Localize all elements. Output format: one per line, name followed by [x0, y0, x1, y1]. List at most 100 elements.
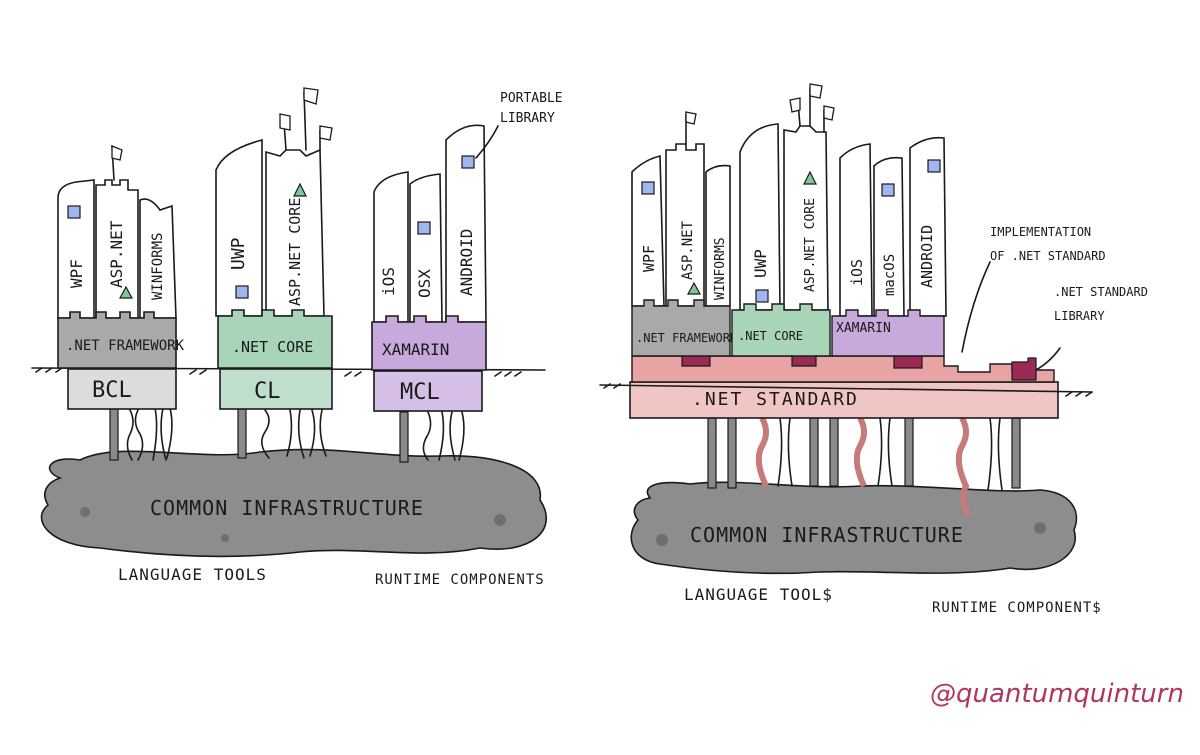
annotation-line: .NET STANDARD [1054, 285, 1148, 299]
tower-uwp [739, 123, 781, 311]
right-group-netcore: UWP ASP.NET CORE .NET CORE [731, 83, 835, 357]
right-group-xamarin: iOS macOS ANDROID XAMARIN [831, 136, 947, 357]
tower-osx [409, 173, 443, 323]
square-icon [881, 183, 895, 197]
tower-wpf [57, 179, 95, 319]
tower-label: WINFORMS [150, 233, 166, 300]
net-standard-label: .NET STANDARD [692, 389, 859, 410]
left-blob-dot [80, 507, 90, 517]
tower-aspnet [95, 179, 139, 319]
triangle-icon [803, 170, 817, 185]
tower-label: WPF [67, 259, 86, 288]
annotation-line: IMPLEMENTATION [990, 225, 1091, 239]
cl-block [219, 368, 333, 410]
portable-library-pointer [475, 125, 499, 159]
framework-label: XAMARIN [382, 340, 449, 359]
tower-winforms [705, 164, 731, 307]
portable-library-annotation: PORTABLE LIBRARY [500, 91, 570, 126]
tower-wpf [631, 154, 665, 307]
annotation-line: OF .NET STANDARD [990, 249, 1106, 263]
right-infrastructure-label: COMMON INFRASTRUCTURE [690, 523, 964, 547]
signature: @quantumquinturn [930, 679, 1184, 709]
tower-label: macOS [882, 254, 898, 296]
tower-android [445, 124, 487, 323]
triangle-icon [293, 182, 307, 197]
tower-aspnet [665, 143, 705, 307]
right-group-netframework: WPF ASP.NET WINFORMS .NET FRAMEWORK [631, 111, 738, 357]
right-language-tools-label: LANGUAGE TOOL$ [684, 585, 833, 604]
square-icon [67, 205, 81, 219]
triangle-icon [118, 285, 134, 299]
tower-label: UWP [751, 249, 770, 278]
tower-label: iOS [379, 267, 398, 296]
tower-label: iOS [848, 259, 866, 286]
left-group-netframework: WPF ASP.NET WINFORMS .NET FRAMEWORK BCL [57, 145, 185, 410]
tower-label: WINFORMS [713, 237, 728, 300]
implementation-pointer [961, 261, 991, 353]
tower-label: ANDROID [918, 225, 936, 288]
xamarin-block [831, 309, 945, 357]
framework-label: XAMARIN [836, 321, 891, 336]
square-icon [417, 221, 431, 235]
right-diagram: COMMON INFRASTRUCTURE .NET STANDARD [599, 83, 1155, 616]
netframework-block [57, 311, 177, 369]
netcore-block [731, 303, 831, 357]
tower-label: ASP.NET CORE [286, 198, 304, 306]
mcl-block [373, 370, 483, 412]
netcore-block [217, 309, 333, 369]
annotation-line: LIBRARY [500, 111, 555, 126]
right-blob-dot [1034, 522, 1046, 534]
library-label: CL [254, 379, 281, 404]
square-icon [461, 155, 475, 169]
tower-label: UWP [228, 237, 249, 270]
left-blob-dot [494, 514, 506, 526]
square-icon [755, 289, 769, 303]
tower-android [909, 136, 947, 317]
framework-label: .NET FRAMEWORK [636, 331, 738, 345]
right-ground-hatch [603, 383, 1093, 397]
tower-macos [873, 156, 905, 317]
framework-label: .NET CORE [232, 338, 313, 356]
tower-ios [839, 143, 873, 317]
tower-label: ASP.NET [107, 220, 126, 288]
standard-implementation-layer [631, 355, 1055, 383]
tower-label: ASP.NET CORE [803, 198, 818, 292]
left-group-netcore: UWP ASP.NET CORE .NET CORE CL [215, 87, 333, 410]
library-label: MCL [400, 380, 440, 405]
tower-ios [373, 171, 409, 323]
tower-label: OSX [415, 269, 434, 298]
left-pillars [109, 407, 465, 463]
bcl-block [67, 368, 177, 410]
tower-aspnetcore [265, 148, 325, 317]
tower-winforms [139, 198, 177, 319]
tower-uwp [215, 138, 263, 317]
left-group-xamarin: iOS OSX ANDROID XAMARIN MCL [371, 124, 487, 412]
library-label: BCL [92, 378, 132, 403]
tower-label: WPF [640, 245, 658, 272]
annotation-line: PORTABLE [500, 91, 563, 106]
left-ground-hatch [35, 367, 522, 377]
standard-library-annotation: .NET STANDARD LIBRARY [1054, 285, 1155, 323]
right-blob-dot [656, 534, 668, 546]
framework-label: .NET FRAMEWORK [66, 338, 185, 354]
tower-label: ANDROID [457, 229, 476, 296]
right-ground-line [599, 384, 1093, 393]
standard-library-pointer [1035, 347, 1061, 371]
xamarin-block [371, 315, 487, 371]
left-runtime-components-label: RUNTIME COMPONENTS [375, 572, 545, 588]
square-icon [235, 285, 249, 299]
left-infrastructure-blob [40, 448, 547, 558]
framework-label: .NET CORE [738, 329, 803, 343]
left-infrastructure-label: COMMON INFRASTRUCTURE [150, 496, 424, 520]
right-runtime-components-label: RUNTIME COMPONENT$ [932, 600, 1102, 616]
square-icon [927, 159, 941, 173]
implementation-annotation: IMPLEMENTATION OF .NET STANDARD [990, 225, 1106, 263]
left-diagram: COMMON INFRASTRUCTURE [31, 87, 570, 588]
annotation-line: LIBRARY [1054, 309, 1105, 323]
square-icon [641, 181, 655, 195]
left-blob-dot [221, 534, 229, 542]
triangle-icon [686, 281, 702, 295]
tower-label: ASP.NET [680, 220, 696, 280]
